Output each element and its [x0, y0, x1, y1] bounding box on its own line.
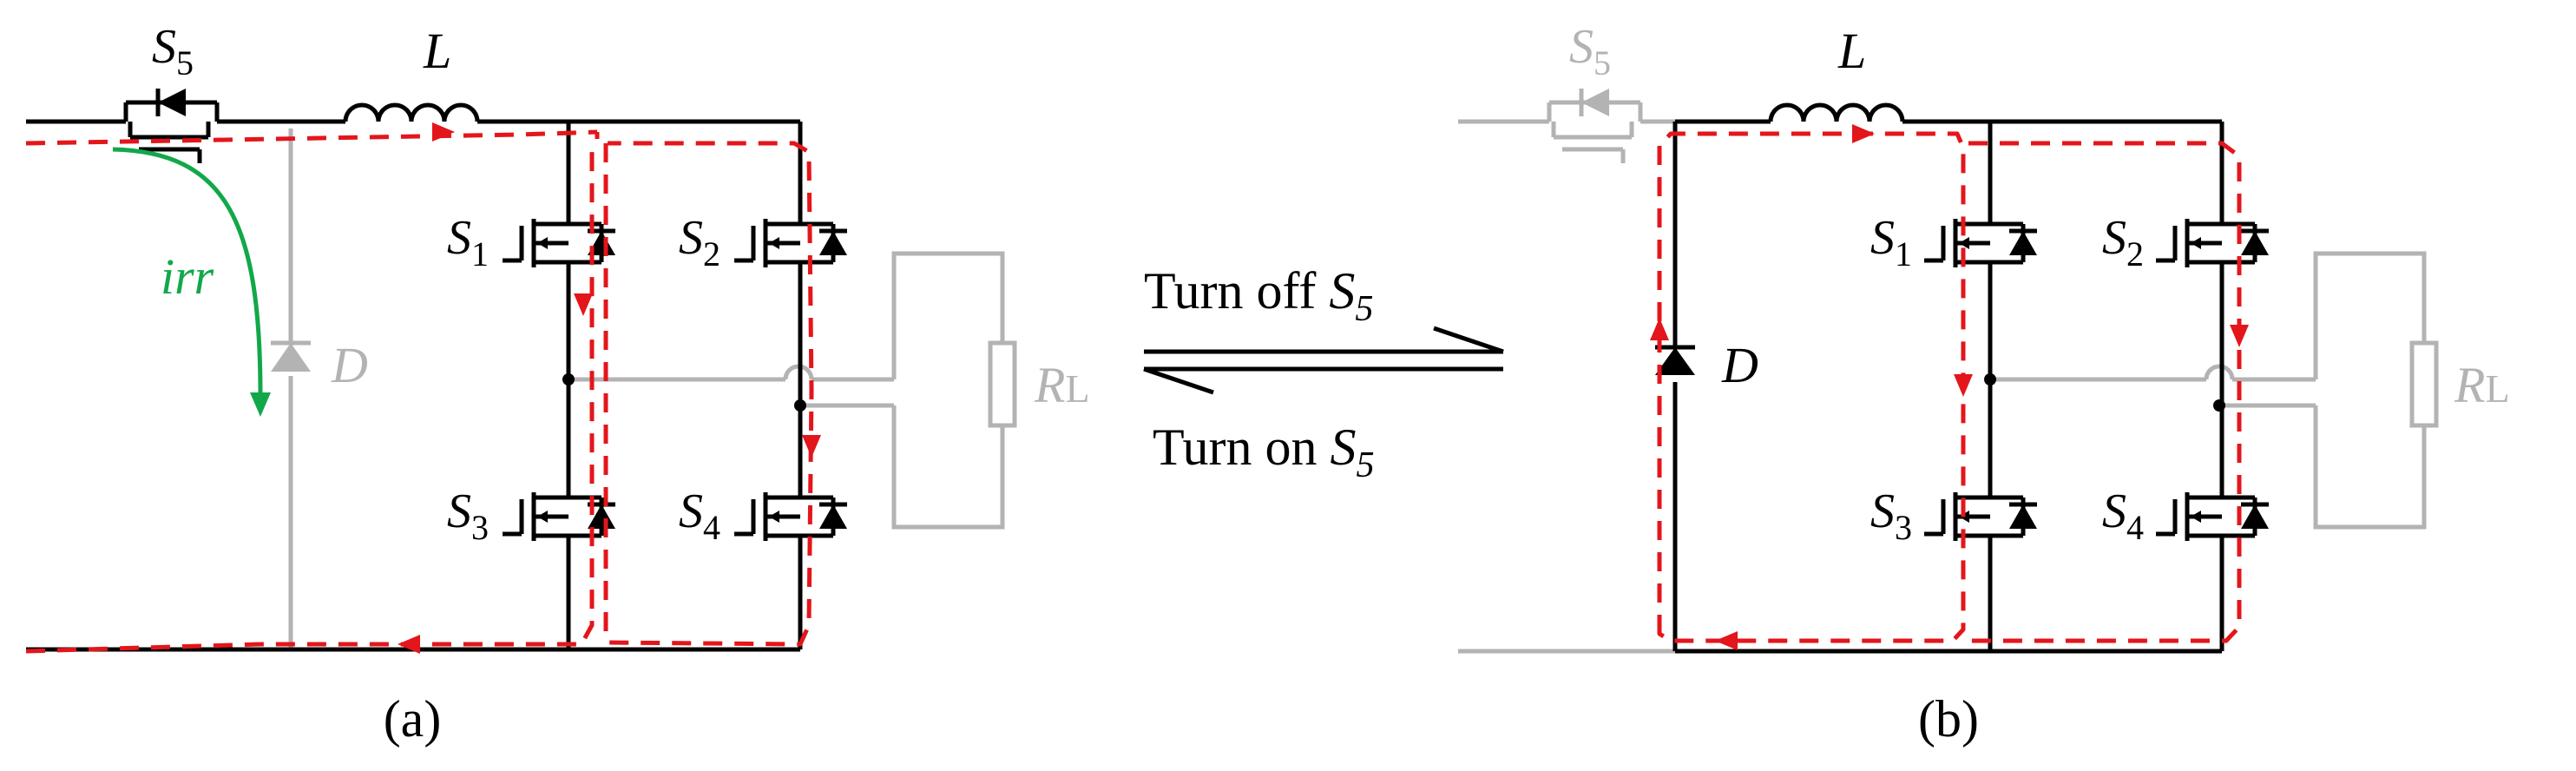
load-resistor	[988, 340, 1017, 428]
load-branch-inactive	[568, 251, 1017, 530]
inactive-parts-b	[1458, 89, 2439, 654]
label-s1-b: S1	[1870, 211, 1912, 273]
label-diode-a: D	[331, 337, 368, 393]
label-diode-b: D	[1721, 337, 1758, 393]
mosfet-s1	[503, 198, 615, 288]
panel-a: S5 L irr D RL S1 S2 S3 S4 (a)	[25, 20, 1090, 748]
current-paths	[25, 122, 821, 654]
label-s5-a: S5	[152, 20, 194, 82]
label-load-b: RL	[2454, 357, 2510, 413]
reverse-recovery-arrow	[112, 147, 271, 417]
mosfet-s1-b	[1924, 198, 2037, 288]
label-s5-b: S5	[1569, 20, 1611, 82]
inductor-coil	[343, 102, 480, 122]
label-s2-a: S2	[679, 211, 720, 273]
label-load-a: RL	[1034, 357, 1090, 413]
mosfet-s3-b	[1924, 471, 2037, 562]
label-s4-b: S4	[2102, 484, 2144, 547]
label-s1-a: S1	[447, 211, 489, 273]
mosfet-s3	[503, 471, 615, 562]
label-inductor-b: L	[1837, 23, 1866, 79]
current-paths-b	[1650, 124, 2249, 650]
caption-b: (b)	[1918, 690, 1979, 748]
load-resistor-b	[2409, 340, 2439, 428]
panel-b: S5 L D RL S1 S2 S3 S4 (b)	[1458, 20, 2510, 748]
transition-top-label: Turn off S5	[1144, 262, 1373, 329]
mosfet-s4	[734, 471, 847, 562]
label-s3-a: S3	[447, 484, 489, 547]
mosfet-s4-b	[2156, 471, 2269, 562]
diode-branch-inactive	[271, 128, 311, 649]
label-inductor-a: L	[423, 23, 451, 79]
caption-a: (a)	[384, 690, 442, 748]
mosfet-s2	[734, 198, 847, 288]
switch-s5	[123, 89, 220, 163]
transition-arrows: Turn off S5 Turn on S5	[1143, 262, 1504, 485]
transition-bottom-label: Turn on S5	[1153, 418, 1375, 485]
label-irr: irr	[161, 248, 214, 305]
mosfet-s2-b	[2156, 198, 2269, 288]
label-s3-b: S3	[1870, 484, 1912, 547]
label-s4-a: S4	[679, 484, 720, 547]
label-s2-b: S2	[2102, 211, 2144, 273]
